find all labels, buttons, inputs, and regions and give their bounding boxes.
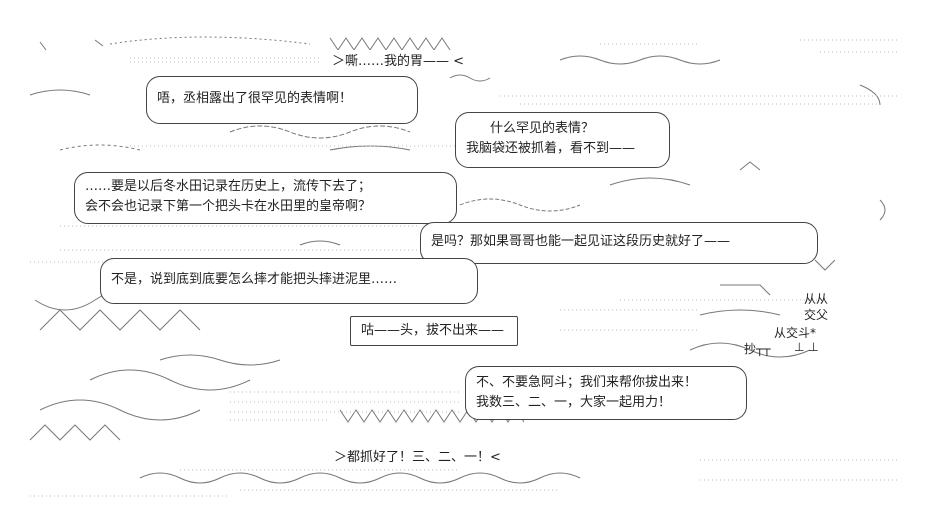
bubble-1-line-1: 唔，丞相露出了很罕见的表情啊！	[157, 91, 353, 106]
sfx-1: 从从	[804, 292, 829, 306]
bubble-6-line-1: 咕——头，拔不出来——	[361, 323, 505, 338]
speech-bubble-2: 什么罕见的表情？ 我脑袋还被抓着，看不到——	[455, 112, 670, 168]
bubble-5-line-1: 不是，说到底到底要怎么摔才能把头摔进泥里……	[111, 272, 398, 287]
bubble-7-line-1: 不、不要急阿斗；我们来帮你拔出来！	[476, 375, 698, 390]
bubble-7-line-2: 我数三、二、一，大家一起用力！	[476, 395, 672, 410]
bubble-2-line-2: 我脑袋还被抓着，看不到——	[466, 141, 636, 156]
sfx-5: ⊥ ⊥	[794, 340, 819, 354]
speech-bubble-4: 是吗？那如果哥哥也能一起见证这段历史就好了——	[420, 222, 818, 264]
stomach-line: ＞嘶……我的胃—— <	[328, 50, 469, 69]
speech-bubble-6: 咕——头，拔不出来——	[350, 316, 518, 346]
bubble-3-line-2: 会不会也记录下第一个把头卡在水田里的皇帝啊？	[85, 199, 372, 214]
speech-bubble-5: 不是，说到底到底要怎么摔才能把头摔进泥里……	[100, 258, 478, 304]
speech-bubble-7: 不、不要急阿斗；我们来帮你拔出来！ 我数三、二、一，大家一起用力！	[465, 366, 747, 420]
bottom-shout: ＞都抓好了！三、二、一！<	[330, 446, 505, 465]
bubble-2-line-1: 什么罕见的表情？	[490, 121, 595, 136]
sfx-3: 从交斗*	[774, 326, 817, 340]
bubble-3-line-1: ……要是以后冬水田记录在历史上，流传下去了；	[85, 179, 372, 194]
speech-bubble-3: ……要是以后冬水田记录在历史上，流传下去了； 会不会也记录下第一个把头卡在水田里…	[74, 172, 457, 224]
sfx-4: 抄┬┬	[744, 342, 771, 356]
speech-bubble-1: 唔，丞相露出了很罕见的表情啊！	[146, 76, 418, 124]
bubble-4-line-1: 是吗？那如果哥哥也能一起见证这段历史就好了——	[431, 234, 731, 249]
sfx-2: 交父	[804, 308, 829, 322]
